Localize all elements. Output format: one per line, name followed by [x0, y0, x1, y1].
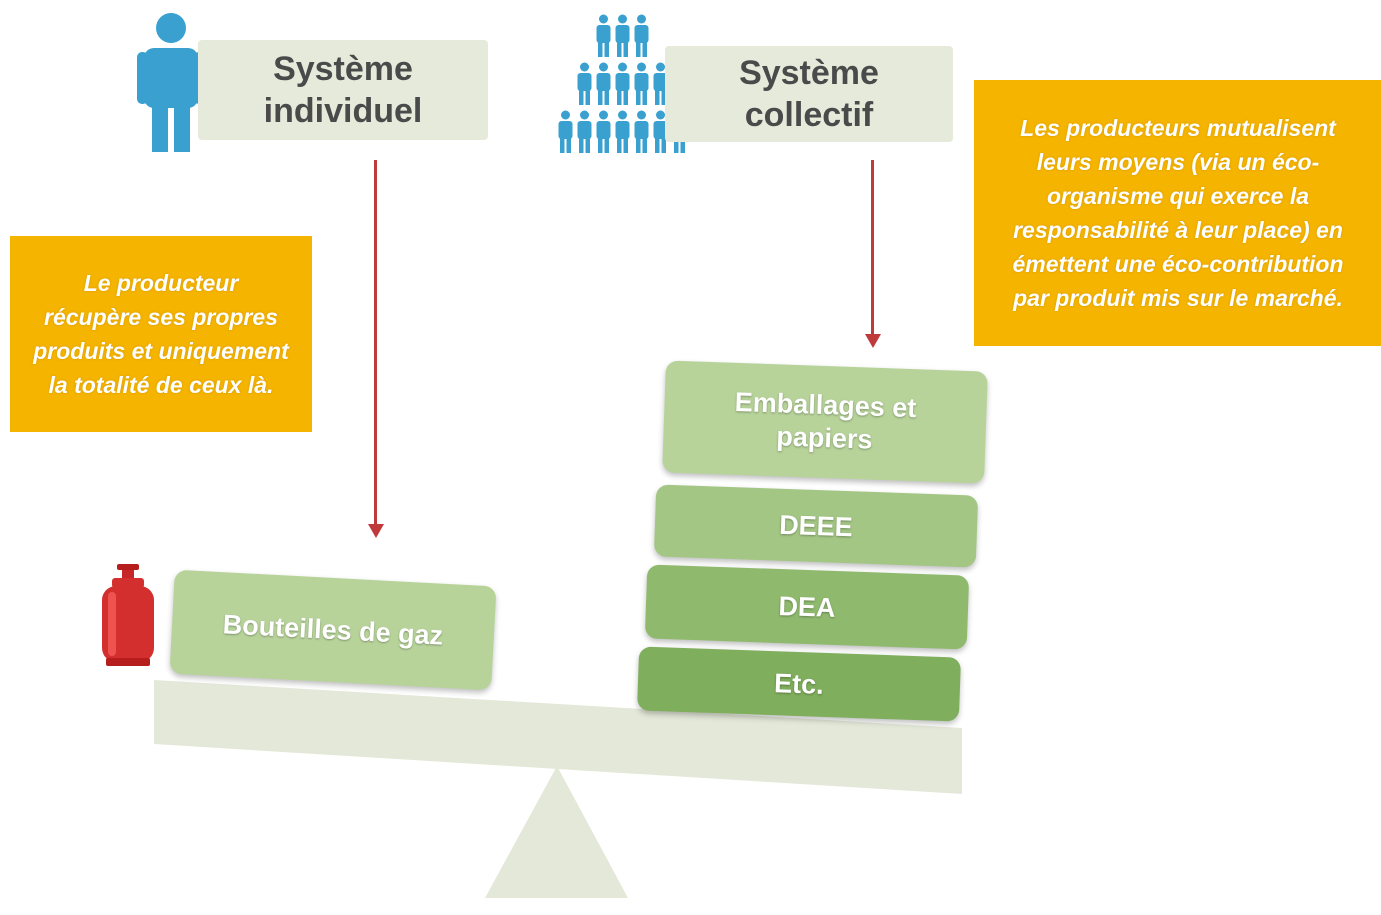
person-figure-icon: [577, 110, 592, 153]
person-figure-icon: [653, 62, 668, 105]
deee-block: DEEE: [653, 484, 979, 568]
person-figure-icon: [615, 14, 630, 57]
collective-system-title: Système collectif: [665, 46, 953, 142]
person-figure-icon: [615, 62, 630, 105]
individual-title-line1: Système: [273, 50, 413, 88]
person-icon: [134, 10, 208, 152]
person-figure-icon: [596, 62, 611, 105]
dea-label: DEA: [777, 590, 837, 623]
person-figure-icon: [615, 110, 630, 153]
etc-label: Etc.: [773, 667, 825, 700]
individual-arrow-head: [368, 524, 384, 538]
collective-arrow-head: [865, 334, 881, 348]
scale-pivot: [485, 766, 628, 898]
collective-note: Les producteurs mutualisent leurs moyens…: [974, 80, 1381, 346]
individual-title-line2: individuel: [263, 92, 423, 130]
individual-system-title: Système individuel: [198, 40, 488, 140]
collective-note-text: Les producteurs mutualisent leurs moyens…: [1012, 115, 1344, 311]
individual-note-text: Le producteur récupère ses propres produ…: [33, 270, 289, 398]
person-figure-icon: [634, 14, 649, 57]
person-figure-icon: [634, 62, 649, 105]
person-figure-icon: [596, 110, 611, 153]
person-figure-icon: [634, 110, 649, 153]
scale: [150, 670, 970, 910]
person-figure-icon: [577, 62, 592, 105]
gas-bottle-icon: [98, 562, 158, 668]
dea-block: DEA: [644, 564, 970, 650]
person-figure-icon: [558, 110, 573, 153]
etc-block: Etc.: [636, 646, 962, 722]
collective-title-line1: Système: [739, 54, 879, 92]
individual-note: Le producteur récupère ses propres produ…: [10, 236, 312, 432]
collective-arrow-line: [871, 160, 874, 336]
gas-bottles-block: Bouteilles de gaz: [169, 569, 497, 691]
person-figure-icon: [596, 14, 611, 57]
deee-label: DEEE: [778, 509, 854, 542]
packaging-paper-label: Emballages et papiers: [734, 386, 917, 455]
collective-title-line2: collectif: [744, 96, 874, 134]
individual-arrow-line: [374, 160, 377, 526]
person-figure-icon: [653, 110, 668, 153]
gas-bottles-label: Bouteilles de gaz: [222, 608, 444, 651]
packaging-paper-block: Emballages et papiers: [662, 360, 988, 484]
scale-beam: [154, 680, 962, 794]
